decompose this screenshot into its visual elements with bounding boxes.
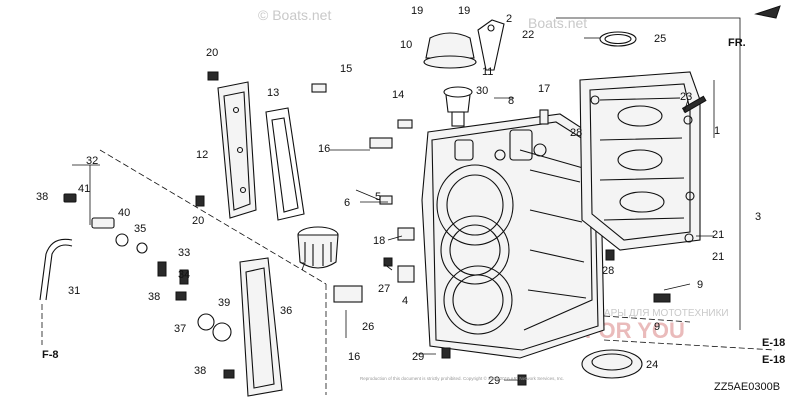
callout-23: 23 — [680, 91, 692, 103]
callout-11: 11 — [482, 66, 493, 78]
callout-7: 7 — [300, 261, 306, 273]
callout-27: 27 — [378, 283, 390, 295]
callout-38-c: 38 — [194, 365, 206, 377]
callout-38-b: 38 — [148, 291, 160, 303]
front-direction-arrow: FR. — [728, 5, 781, 49]
callout-19-a: 19 — [411, 5, 423, 17]
cylinder-block — [421, 113, 605, 359]
callout-2: 2 — [506, 13, 512, 25]
callout-1: 1 — [714, 125, 720, 137]
gasket-13 — [265, 107, 305, 221]
water-jacket-cover-36 — [239, 257, 283, 397]
callout-12: 12 — [196, 149, 208, 161]
callout-21-a: 21 — [712, 229, 724, 241]
callout-20-a: 20 — [206, 47, 218, 59]
callout-33: 33 — [178, 247, 190, 259]
callouts: 1 2 3 4 5 6 7 8 9 9 10 11 12 13 14 15 16… — [36, 5, 761, 387]
oil-filter — [297, 226, 339, 269]
callout-6: 6 — [344, 197, 350, 209]
callout-16-b: 16 — [348, 351, 360, 363]
callout-15: 15 — [340, 63, 352, 75]
callout-9-b: 9 — [697, 279, 703, 291]
bearing-24 — [581, 349, 643, 379]
callout-29-a: 29 — [412, 351, 424, 363]
callout-39: 39 — [218, 297, 230, 309]
callout-35: 35 — [134, 223, 146, 235]
callout-21-b: 21 — [712, 251, 724, 263]
callout-29-b: 29 — [488, 375, 500, 387]
callout-4: 4 — [402, 295, 408, 307]
callout-14: 14 — [392, 89, 404, 101]
watermark-topright: Boats.net — [528, 15, 587, 31]
copyright-note: Reproduction of this document is strictl… — [360, 375, 564, 381]
callout-34: 34 — [178, 269, 190, 281]
callout-10: 10 — [400, 39, 412, 51]
crankcase-half — [579, 71, 701, 251]
callout-26: 26 — [362, 321, 374, 333]
callout-36: 36 — [280, 305, 292, 317]
callout-9-a: 9 — [654, 321, 660, 333]
callout-38-a: 38 — [36, 191, 48, 203]
ref-f8: F-8 — [42, 349, 59, 361]
copyright-watermark: © Boats.net — [258, 7, 331, 23]
callout-30: 30 — [476, 85, 488, 97]
diagram-code: ZZ5AE0300B — [714, 381, 780, 393]
fitting-40 — [91, 217, 129, 247]
russian-banner-watermark: ЗАПЧАСТИ И АКСЕССУАРЫ ДЛЯ МОТОТЕХНИКИ — [492, 308, 729, 319]
callout-19-b: 19 — [458, 5, 470, 17]
callout-5: 5 — [375, 191, 381, 203]
callout-28-a: 28 — [570, 127, 582, 139]
callout-24: 24 — [646, 359, 658, 371]
callout-18: 18 — [373, 235, 385, 247]
callout-32: 32 — [86, 155, 98, 167]
callout-40: 40 — [118, 207, 130, 219]
thermostat — [443, 86, 473, 127]
ref-e18-a: E-18 — [762, 337, 785, 349]
front-direction-label: FR. — [728, 37, 746, 49]
small-parts — [63, 71, 707, 386]
callout-28-b: 28 — [602, 265, 614, 277]
exhaust-cover-12 — [217, 81, 257, 219]
callout-41: 41 — [78, 183, 90, 195]
ref-e18-b: E-18 — [762, 354, 785, 366]
callout-8: 8 — [508, 95, 514, 107]
callout-31: 31 — [68, 285, 80, 297]
callout-17: 17 — [538, 83, 550, 95]
hose-31 — [39, 238, 73, 301]
callout-37: 37 — [174, 323, 186, 335]
callout-3: 3 — [755, 211, 761, 223]
thermostat-cover — [423, 19, 505, 71]
callout-22: 22 — [522, 29, 534, 41]
leader-lines — [41, 17, 776, 395]
callout-20-b: 20 — [192, 215, 204, 227]
callout-13: 13 — [267, 87, 279, 99]
gasket-ring-25 — [599, 31, 637, 47]
callout-25: 25 — [654, 33, 666, 45]
callout-16-a: 16 — [318, 143, 330, 155]
